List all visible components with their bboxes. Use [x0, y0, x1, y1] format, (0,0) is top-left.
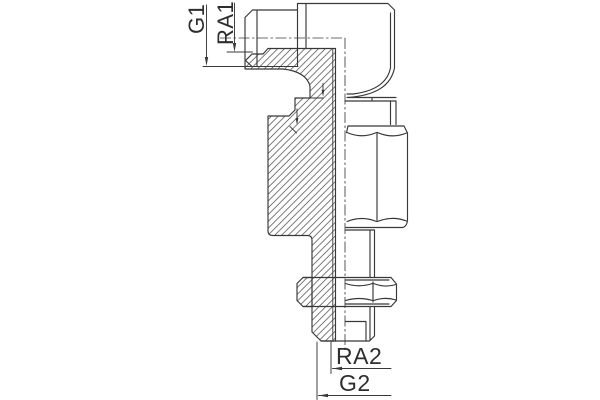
dimension-ra2: RA2 [330, 341, 392, 374]
internal-pointers [295, 83, 325, 125]
label-g1: G1 [184, 4, 209, 34]
bore-thread-line [309, 48, 334, 342]
boss-cylinder-outline [389, 100, 397, 126]
section-hatching [244, 47, 337, 342]
pointer-arrow-2 [295, 118, 299, 125]
part-outlines [244, 2, 409, 342]
elbow-body-outline [296, 2, 397, 102]
label-ra1: RA1 [213, 1, 238, 45]
large-hex-outline [345, 125, 409, 229]
ra1-arrow [232, 43, 237, 52]
label-ra2: RA2 [336, 343, 382, 369]
g1-arrow [204, 57, 209, 66]
label-g2: G2 [339, 370, 371, 396]
stem-thread-outline [344, 229, 376, 279]
centerlines [220, 37, 346, 350]
dimension-g1: G1 [184, 4, 299, 67]
dimension-g2: G2 [316, 341, 392, 400]
pointer-arrow-1 [321, 89, 325, 97]
locknut-outline [302, 276, 398, 308]
dimension-ra1: RA1 [213, 1, 253, 53]
stud-g1-outline [244, 9, 299, 68]
g2-arrow [318, 393, 328, 398]
bore-chamfer-line [289, 126, 297, 134]
stud-g2-outline [320, 305, 376, 342]
body-section-wall [244, 47, 337, 342]
ra2-arrow [332, 366, 342, 371]
locknut-section-left [296, 276, 313, 308]
